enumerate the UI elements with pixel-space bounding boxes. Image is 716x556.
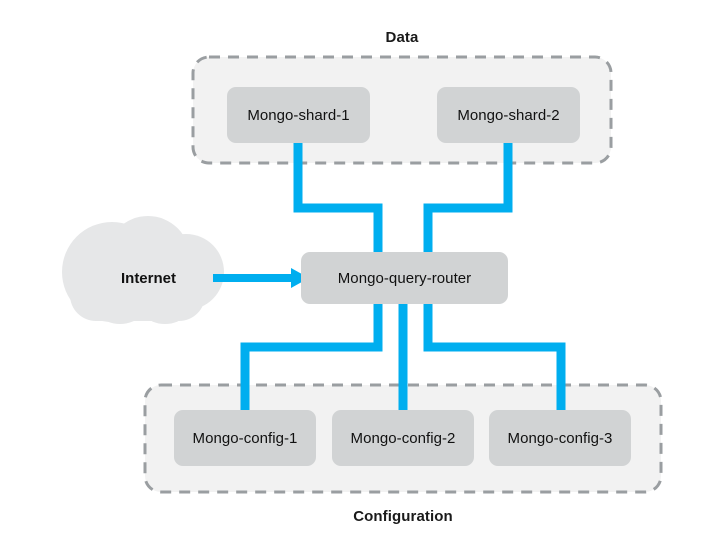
node-mongo-config-3[interactable]: Mongo-config-3 <box>489 410 631 466</box>
connector-shard1-to-router <box>293 143 383 252</box>
internet-cloud-label: Internet <box>120 270 176 287</box>
node-mongo-shard-1[interactable]: Mongo-shard-1 <box>227 87 370 143</box>
connector-router-to-config1 <box>240 304 383 410</box>
connector-router-to-config3 <box>423 304 566 410</box>
internet-cloud-shape <box>62 216 224 324</box>
data-zone-label: Data <box>385 29 419 46</box>
connector-internet-to-router <box>213 268 309 288</box>
configuration-zone-label: Configuration <box>353 508 453 525</box>
node-mongo-config-1[interactable]: Mongo-config-1 <box>174 410 316 466</box>
connector-shard2-to-router <box>423 143 513 252</box>
node-mongo-shard-2[interactable]: Mongo-shard-2 <box>437 87 580 143</box>
node-mongo-query-router[interactable]: Mongo-query-router <box>301 252 508 304</box>
node-mongo-config-2[interactable]: Mongo-config-2 <box>332 410 474 466</box>
arrowhead-icon <box>291 268 309 288</box>
